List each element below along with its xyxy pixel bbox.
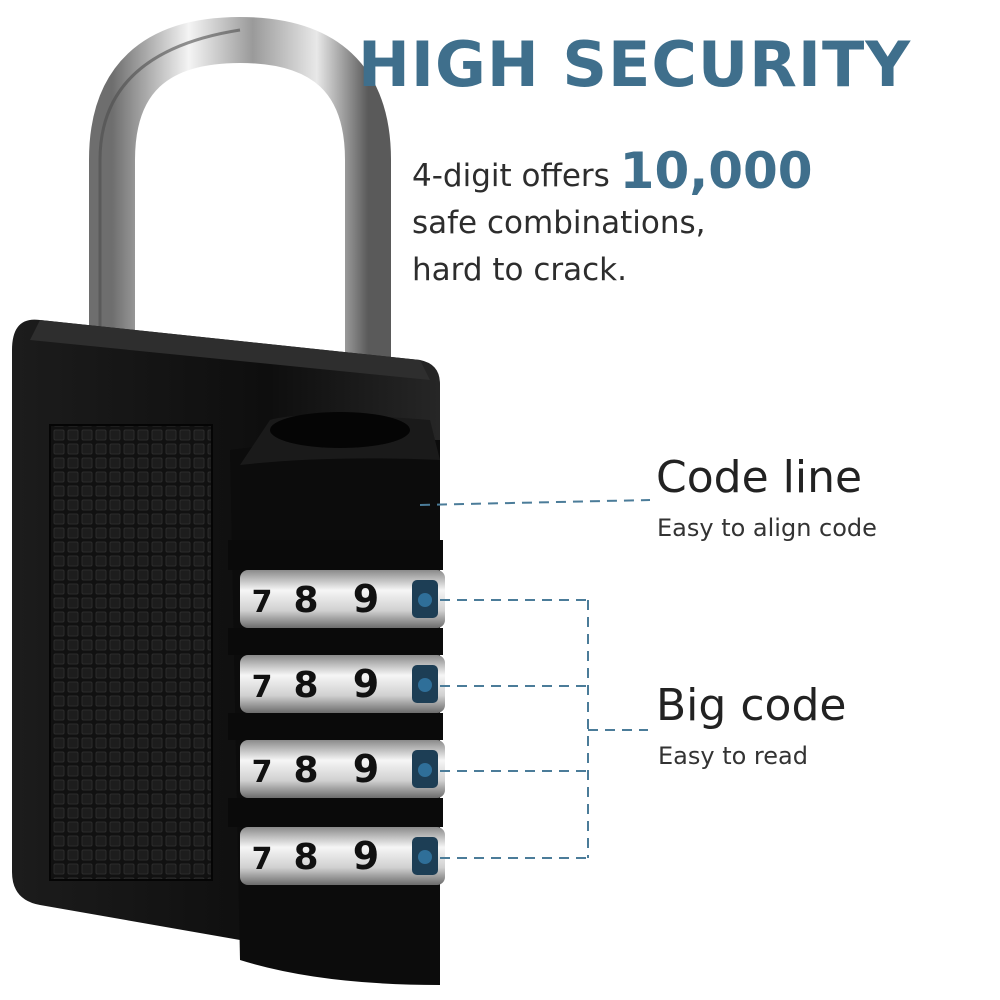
dial-3-digit-8: 8	[293, 750, 318, 791]
dial-3-digit-9: 9	[353, 747, 379, 791]
dial-4-digit-7: 7	[252, 842, 273, 877]
dial-3	[240, 740, 445, 798]
feature-big-code-title: Big code	[656, 680, 847, 731]
dial-1-digit-9: 9	[353, 577, 379, 621]
dial-1	[240, 570, 445, 628]
dial-4-digit-9: 9	[353, 834, 379, 878]
dial-2	[240, 655, 445, 713]
textured-panel	[49, 424, 213, 881]
dial-2-digit-9: 9	[353, 662, 379, 706]
description-line-2: safe combinations,	[412, 205, 706, 241]
dial-2-digit-8: 8	[293, 665, 318, 706]
dial-2-digit-7: 7	[252, 670, 273, 705]
shackle	[89, 16, 391, 440]
combination-count: 10,000	[619, 142, 813, 200]
dial-1-digit-7: 7	[252, 585, 273, 620]
description-line-3: hard to crack.	[412, 252, 627, 288]
headline: HIGH SECURITY	[358, 28, 912, 101]
dial-4-digit-8: 8	[293, 837, 318, 878]
description: 4-digit offers 10,000 safe combinations,…	[412, 146, 813, 294]
dial-4	[240, 827, 445, 885]
feature-big-code-subtitle: Easy to read	[658, 742, 808, 770]
dial-3-digit-7: 7	[252, 755, 273, 790]
feature-code-line-subtitle: Easy to align code	[657, 514, 877, 542]
guide-lines	[419, 499, 651, 859]
description-line-1: 4-digit offers 10,000	[412, 146, 813, 200]
description-prefix: 4-digit offers	[412, 158, 610, 194]
dial-1-digit-8: 8	[293, 580, 318, 621]
feature-code-line-title: Code line	[656, 452, 863, 503]
